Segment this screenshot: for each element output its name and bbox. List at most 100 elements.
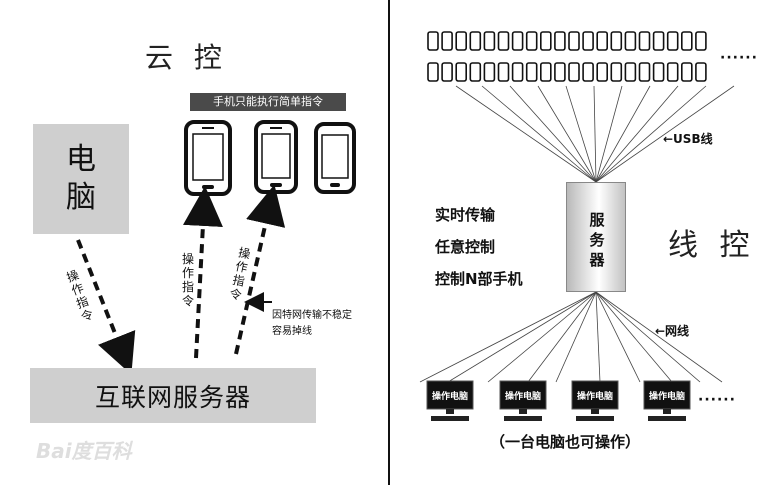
pc-label: 操作电脑 — [648, 392, 685, 402]
phone-icon — [441, 31, 453, 51]
phone-icon — [568, 62, 580, 82]
phone-note: 手机只能执行简单指令 — [190, 93, 346, 111]
dashed-arrow — [182, 186, 223, 359]
pc-label: 操作电脑 — [576, 392, 613, 402]
usb-cable — [593, 85, 597, 183]
phone-icon — [680, 62, 693, 82]
operator-pcs — [426, 380, 691, 421]
computer-box: 电脑 — [33, 124, 129, 234]
phone-icon — [596, 31, 609, 51]
phone-icon — [184, 120, 232, 196]
monitor-stand — [519, 409, 527, 414]
network-cable — [595, 291, 701, 383]
network-cable — [419, 291, 597, 383]
internet-server-box: 互联网服务器 — [30, 368, 316, 423]
phone-icon — [511, 31, 524, 51]
pc-icon — [499, 380, 547, 421]
phone-icon — [554, 31, 566, 51]
monitor — [643, 380, 691, 410]
usb-cable — [481, 85, 597, 183]
phone-icon — [582, 31, 594, 51]
phone-icon — [638, 31, 651, 51]
usb-cables — [455, 85, 735, 183]
network-cable — [595, 291, 641, 383]
pc-icon — [643, 380, 691, 421]
panel-divider — [388, 0, 390, 485]
usb-cable — [565, 85, 597, 183]
phone-icon — [427, 62, 439, 82]
unstable-connection-note: 因特网传输不稳定 容易掉线 — [272, 308, 352, 340]
phone-icon — [695, 62, 707, 82]
usb-cable — [537, 85, 597, 183]
phone-icon — [455, 62, 468, 82]
unstable-note-line2: 容易掉线 — [272, 326, 312, 337]
feature-realtime: 实时传输 — [435, 206, 496, 224]
feature-multi-phone: 控制N部手机 — [435, 270, 523, 288]
phone-icon — [624, 31, 637, 51]
network-cable — [447, 291, 597, 383]
phone-icon — [525, 31, 538, 51]
pc-icon — [426, 380, 474, 421]
network-cables — [419, 291, 723, 383]
phone-icon — [680, 31, 693, 51]
monitor — [571, 380, 619, 410]
phone-icon — [568, 31, 580, 51]
phone-icon — [483, 62, 496, 82]
more-pcs-ellipsis: ······ — [698, 392, 736, 408]
phone-icon — [525, 62, 538, 82]
phone-icon — [666, 62, 679, 82]
phone-icon — [254, 120, 298, 194]
phone-icon — [610, 62, 623, 82]
network-cable — [595, 291, 601, 383]
usb-cable — [595, 85, 679, 183]
operation-command-label: 操作指令 — [181, 252, 194, 308]
usb-cable — [595, 85, 623, 183]
phone-icon — [483, 31, 496, 51]
keyboard — [648, 416, 686, 421]
network-cable — [595, 291, 723, 383]
cloud-control-title: 云 控 — [145, 41, 228, 74]
phone-icon — [511, 62, 524, 82]
phone-icon — [441, 62, 453, 82]
monitor-stand — [663, 409, 671, 414]
wired-control-title: 线 控 — [668, 228, 756, 263]
phone-icon — [582, 62, 594, 82]
dashed-arrow — [76, 239, 136, 375]
computer-label: 电脑 — [66, 142, 96, 215]
server-label: 服务器 — [589, 211, 605, 269]
keyboard — [504, 416, 542, 421]
keyboard — [431, 416, 469, 421]
phone-icon — [652, 31, 665, 51]
single-pc-caption: （一台电脑也可操作） — [490, 433, 641, 451]
phone-icon — [695, 31, 707, 51]
more-phones-ellipsis: ······ — [720, 50, 758, 66]
baidu-baike-watermark: Bai度百科 — [36, 439, 132, 463]
phone-icon — [539, 62, 552, 82]
monitor-stand — [591, 409, 599, 414]
pc-label: 操作电脑 — [431, 392, 468, 402]
network-cable — [595, 291, 673, 383]
phone-icon — [469, 31, 482, 51]
phone-icon — [455, 31, 468, 51]
network-cable — [527, 291, 597, 383]
usb-cable — [509, 85, 597, 183]
unstable-note-line1: 因特网传输不稳定 — [272, 310, 352, 321]
network-cable — [487, 291, 597, 383]
usb-cable-label: ←USB线 — [663, 132, 713, 146]
network-cable-label: ←网线 — [655, 324, 690, 338]
network-cable — [555, 291, 597, 383]
phone-icon — [652, 62, 665, 82]
usb-cable — [455, 85, 597, 183]
usb-cable — [595, 85, 707, 183]
monitor-stand — [446, 409, 454, 414]
monitor — [426, 380, 474, 410]
phone-icon — [539, 31, 552, 51]
phone-icon — [427, 31, 439, 51]
pc-label: 操作电脑 — [504, 392, 541, 402]
usb-cable — [595, 85, 651, 183]
dashed-arrow — [234, 184, 286, 355]
server-tower — [566, 182, 626, 292]
phone-icon — [469, 62, 482, 82]
phone-icon — [554, 62, 566, 82]
